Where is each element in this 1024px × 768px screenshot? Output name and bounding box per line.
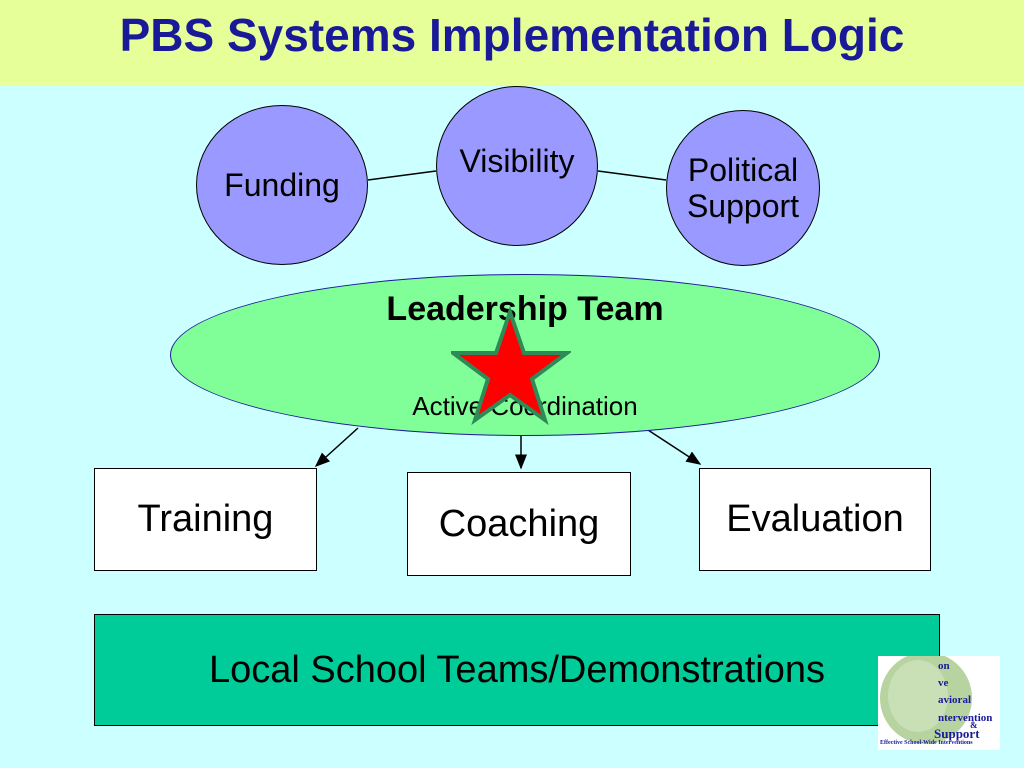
leadership-team-title: Leadership Team [386,290,664,328]
political-line-2: Support [686,188,800,224]
arrow-to-training [314,427,359,468]
coaching-box: Coaching [407,472,631,576]
political-support-circle: Political Support [666,110,820,266]
funding-visibility-connector [367,170,437,181]
political-support-label: Political Support [687,152,799,224]
title-bar [0,0,1024,86]
pbis-logo: on ve avioral ntervention & Support Effe… [878,656,1000,750]
logo-globe-icon [880,656,972,744]
political-line-1: Political [687,152,799,188]
local-school-teams-box: Local School Teams/Demonstrations [94,614,940,726]
logo-line-6: Support [934,726,980,741]
visibility-circle: Visibility [436,86,598,246]
training-label: Training [137,498,274,540]
logo-line-3: avioral [938,694,971,706]
evaluation-label: Evaluation [726,498,904,540]
visibility-label: Visibility [459,143,575,179]
training-box: Training [94,468,317,571]
coaching-label: Coaching [438,502,600,545]
arrow-to-evaluation [647,429,702,465]
visibility-political-connector [597,170,667,181]
local-school-teams-label: Local School Teams/Demonstrations [208,648,826,691]
star-icon [451,306,571,426]
slide-title: PBS Systems Implementation Logic [119,9,905,61]
logo-line-4: ntervention [938,712,993,724]
logo-tagline: Effective School-Wide Interventions [880,740,973,746]
logo-line-2: ve [938,677,949,689]
logo-line-5: & [970,720,978,730]
evaluation-box: Evaluation [699,468,931,571]
funding-label: Funding [224,167,340,203]
logo-line-1: on [938,660,950,672]
funding-circle: Funding [196,105,368,265]
